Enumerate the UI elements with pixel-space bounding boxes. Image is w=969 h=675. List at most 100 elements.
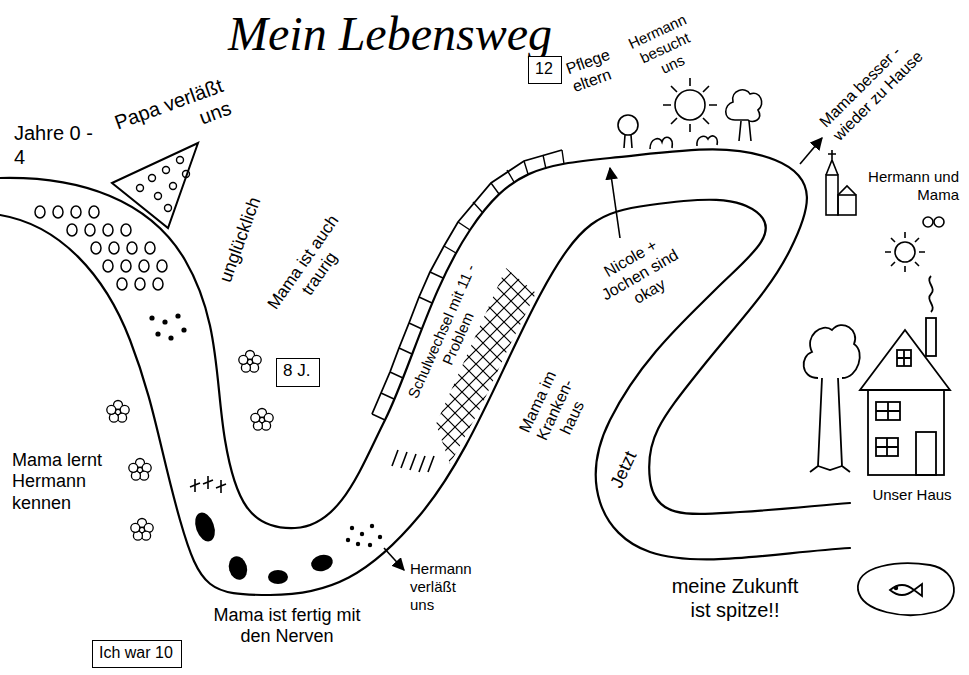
oval xyxy=(121,224,131,236)
oval xyxy=(145,242,155,254)
open-dot xyxy=(170,183,177,190)
oval xyxy=(135,278,145,290)
tree xyxy=(804,325,860,472)
dark-dot xyxy=(168,335,173,340)
dark-dot xyxy=(356,542,360,546)
age-text: 12 xyxy=(535,59,555,78)
flower xyxy=(251,409,273,431)
ring xyxy=(923,217,933,227)
flower xyxy=(239,351,261,373)
dark-dot xyxy=(350,526,354,530)
church-roof xyxy=(838,186,856,195)
tree-crown xyxy=(618,115,638,135)
oval xyxy=(89,206,99,218)
house-window xyxy=(876,402,900,420)
black-oval xyxy=(268,570,288,584)
church-spire xyxy=(826,150,838,175)
sun-disc xyxy=(675,90,705,120)
dot-cluster xyxy=(346,524,382,547)
note-label: Hermann und Mama xyxy=(863,168,959,204)
open-dot xyxy=(155,193,162,200)
leader-arrow xyxy=(610,168,620,238)
note-label: unglücklich xyxy=(210,182,270,297)
hatch-marks xyxy=(392,450,434,472)
bush xyxy=(650,137,672,149)
cross-marks xyxy=(190,476,226,493)
oval xyxy=(121,260,131,272)
open-dot xyxy=(163,167,170,174)
house-window xyxy=(897,350,911,366)
house-body xyxy=(868,390,944,475)
leader-arrow xyxy=(384,548,404,570)
house xyxy=(860,276,950,475)
note-label: Mama lernt Hermann kennen xyxy=(12,450,122,515)
note-label: Mama ist auch traurig xyxy=(261,207,363,329)
oval xyxy=(153,278,163,290)
dark-dot xyxy=(149,315,154,320)
bush xyxy=(697,136,717,146)
oval xyxy=(103,224,113,236)
note-label: Papa verläßt uns xyxy=(96,73,235,163)
oval xyxy=(35,206,45,218)
age-box: Ich war 10 xyxy=(92,640,182,668)
black-oval xyxy=(191,510,218,544)
oval xyxy=(109,242,119,254)
window-bars xyxy=(897,350,911,366)
note-label: Jetzt xyxy=(604,443,645,497)
flower xyxy=(131,519,153,541)
note-label: Hermann verläßt uns xyxy=(410,560,480,614)
note-label: Mama ist fertig mit den Nerven xyxy=(200,605,375,648)
age-box: 12 xyxy=(528,56,562,84)
oval xyxy=(103,260,113,272)
oval xyxy=(85,224,95,236)
pond xyxy=(858,563,954,615)
note-label: Mama besser - wieder zu Hause xyxy=(815,12,948,145)
dark-dot xyxy=(360,532,364,536)
note-label: Mama im Kranken- haus xyxy=(508,352,602,467)
oval xyxy=(117,278,127,290)
sun xyxy=(663,78,717,132)
oval xyxy=(53,206,63,218)
road-edge xyxy=(0,149,850,528)
tree xyxy=(726,90,762,141)
open-dots xyxy=(137,157,190,212)
open-dot xyxy=(149,175,156,182)
church-tower xyxy=(826,175,838,215)
wedding-rings xyxy=(923,217,944,227)
chimney-smoke xyxy=(929,276,932,312)
house-door xyxy=(916,432,936,475)
note-label: Nicole + Jochen sind okay xyxy=(578,222,702,327)
triangle-shape xyxy=(112,143,198,228)
dark-dots xyxy=(149,313,186,340)
oval xyxy=(67,224,77,236)
sun-rays xyxy=(885,232,925,272)
oval-group xyxy=(35,206,167,290)
window-bars xyxy=(876,438,898,456)
sun-disc xyxy=(895,242,915,262)
note-label: Schulwechsel mit 11 - Problem xyxy=(399,250,501,420)
oval xyxy=(71,206,81,218)
church xyxy=(826,150,856,215)
sun-rays xyxy=(663,78,717,132)
note-label: Unser Haus xyxy=(865,486,960,504)
tree-crown xyxy=(804,325,860,378)
church-nave xyxy=(838,195,856,215)
open-dot xyxy=(183,171,190,178)
open-dot xyxy=(137,185,144,192)
note-label: meine Zukunft ist spitze!! xyxy=(660,574,810,622)
diagram-title: Mein Lebensweg xyxy=(228,6,552,61)
tree-trunk xyxy=(739,121,751,141)
oval xyxy=(139,260,149,272)
flower xyxy=(129,459,151,481)
dark-dot xyxy=(155,331,160,336)
dark-dot xyxy=(368,543,372,547)
oval xyxy=(127,242,137,254)
dark-dot xyxy=(346,538,350,542)
road-edge xyxy=(0,200,850,595)
black-ovals xyxy=(191,510,334,584)
oval xyxy=(157,260,167,272)
pond-outline xyxy=(858,563,954,615)
dark-dot xyxy=(162,319,167,324)
oval xyxy=(91,242,101,254)
